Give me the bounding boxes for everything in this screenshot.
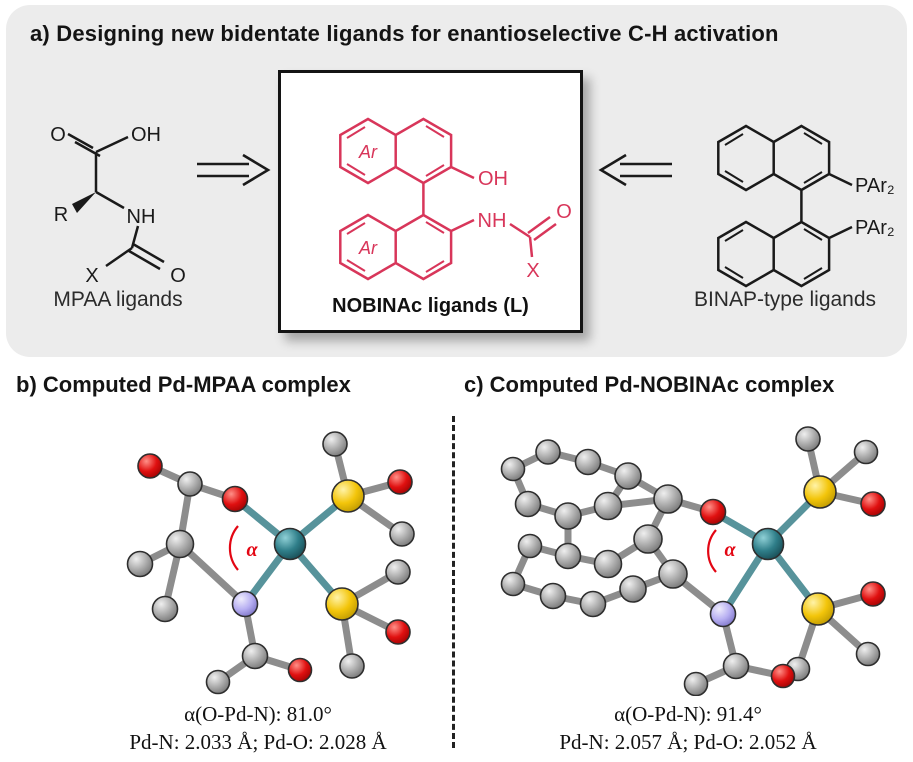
atom-label-ar-bottom: Ar: [358, 238, 378, 258]
atom-label-oh: OH: [131, 124, 161, 146]
arrow-left-icon: [598, 153, 672, 187]
alpha-label: α: [724, 539, 736, 561]
palladium-atom: [751, 527, 785, 561]
atom-label-par2-top: PAr₂: [855, 175, 895, 197]
mpaa-bonds: [67, 132, 165, 271]
caption-c-distances: Pd-N: 2.057 Å; Pd-O: 2.052 Å: [559, 730, 817, 754]
atom-label-o: O: [50, 124, 66, 146]
binap-aromatic-bonds: [724, 132, 823, 280]
carbon-atoms: [126, 431, 415, 695]
pd-nobinac-model: α: [500, 426, 886, 696]
mpaa-structure: O OH R NH X O: [50, 124, 186, 287]
bonds: [136, 440, 406, 686]
nobinac-aromatic-bonds: [346, 125, 445, 273]
sulfur-atoms: [801, 475, 837, 626]
panel-b-title: b) Computed Pd-MPAA complex: [16, 372, 351, 397]
nitrogen-atom: [231, 590, 259, 618]
palladium-atom: [273, 527, 307, 561]
caption-c-angle: α(O-Pd-N): 91.4°: [614, 702, 762, 726]
nobinac-label: NOBINAc ligands (L): [332, 295, 529, 317]
oxygen-atoms: [699, 491, 886, 689]
atom-label-par2-bottom: PAr₂: [855, 217, 895, 239]
mpaa-label: MPAA ligands: [53, 288, 183, 311]
binap-label: BINAP-type ligands: [693, 288, 877, 311]
binap-bonds: [717, 124, 853, 288]
caption-b-distances: Pd-N: 2.033 Å; Pd-O: 2.028 Å: [129, 730, 387, 754]
atom-label-o2: O: [170, 265, 186, 287]
atom-label-o: O: [556, 201, 572, 223]
pd-bonds: [231, 492, 352, 608]
pd-nobinac-caption: α(O-Pd-N): 91.4° Pd-N: 2.057 Å; Pd-O: 2.…: [478, 700, 898, 756]
pd-bonds: [709, 488, 824, 618]
pd-mpaa-model: α: [126, 431, 415, 695]
atom-label-x: X: [526, 260, 539, 282]
binap-structure: PAr₂ PAr₂: [717, 124, 895, 288]
caption-b-angle: α(O-Pd-N): 81.0°: [184, 702, 332, 726]
nitrogen-atom: [709, 600, 737, 628]
oxygen-atoms: [137, 453, 413, 683]
bonds: [509, 435, 877, 688]
atom-label-oh: OH: [478, 168, 508, 190]
atom-label-x: X: [85, 265, 98, 287]
carbon-atoms: [500, 426, 881, 696]
dashed-divider: [452, 416, 455, 748]
arrow-right-icon: [197, 153, 271, 187]
atom-label-r: R: [54, 204, 68, 226]
pd-mpaa-caption: α(O-Pd-N): 81.0° Pd-N: 2.033 Å; Pd-O: 2.…: [62, 700, 454, 756]
panel-a-title: a) Designing new bidentate ligands for e…: [30, 21, 779, 46]
sulfur-atoms: [325, 479, 365, 621]
nobinac-structure: Ar Ar OH NH O X: [339, 117, 572, 282]
nobinac-box: Ar Ar OH NH O X NOBINAc ligands (L): [278, 70, 583, 333]
atom-label-nh: NH: [478, 210, 507, 232]
alpha-angle-arc: [707, 529, 717, 573]
alpha-angle-arc: [228, 525, 239, 571]
alpha-label: α: [246, 539, 258, 561]
nobinac-bonds: [339, 117, 557, 281]
panel-c-title: c) Computed Pd-NOBINAc complex: [464, 372, 835, 397]
atom-label-nh: NH: [127, 206, 156, 228]
stereo-wedge-bond: [72, 192, 96, 213]
atom-label-ar-top: Ar: [358, 142, 378, 162]
